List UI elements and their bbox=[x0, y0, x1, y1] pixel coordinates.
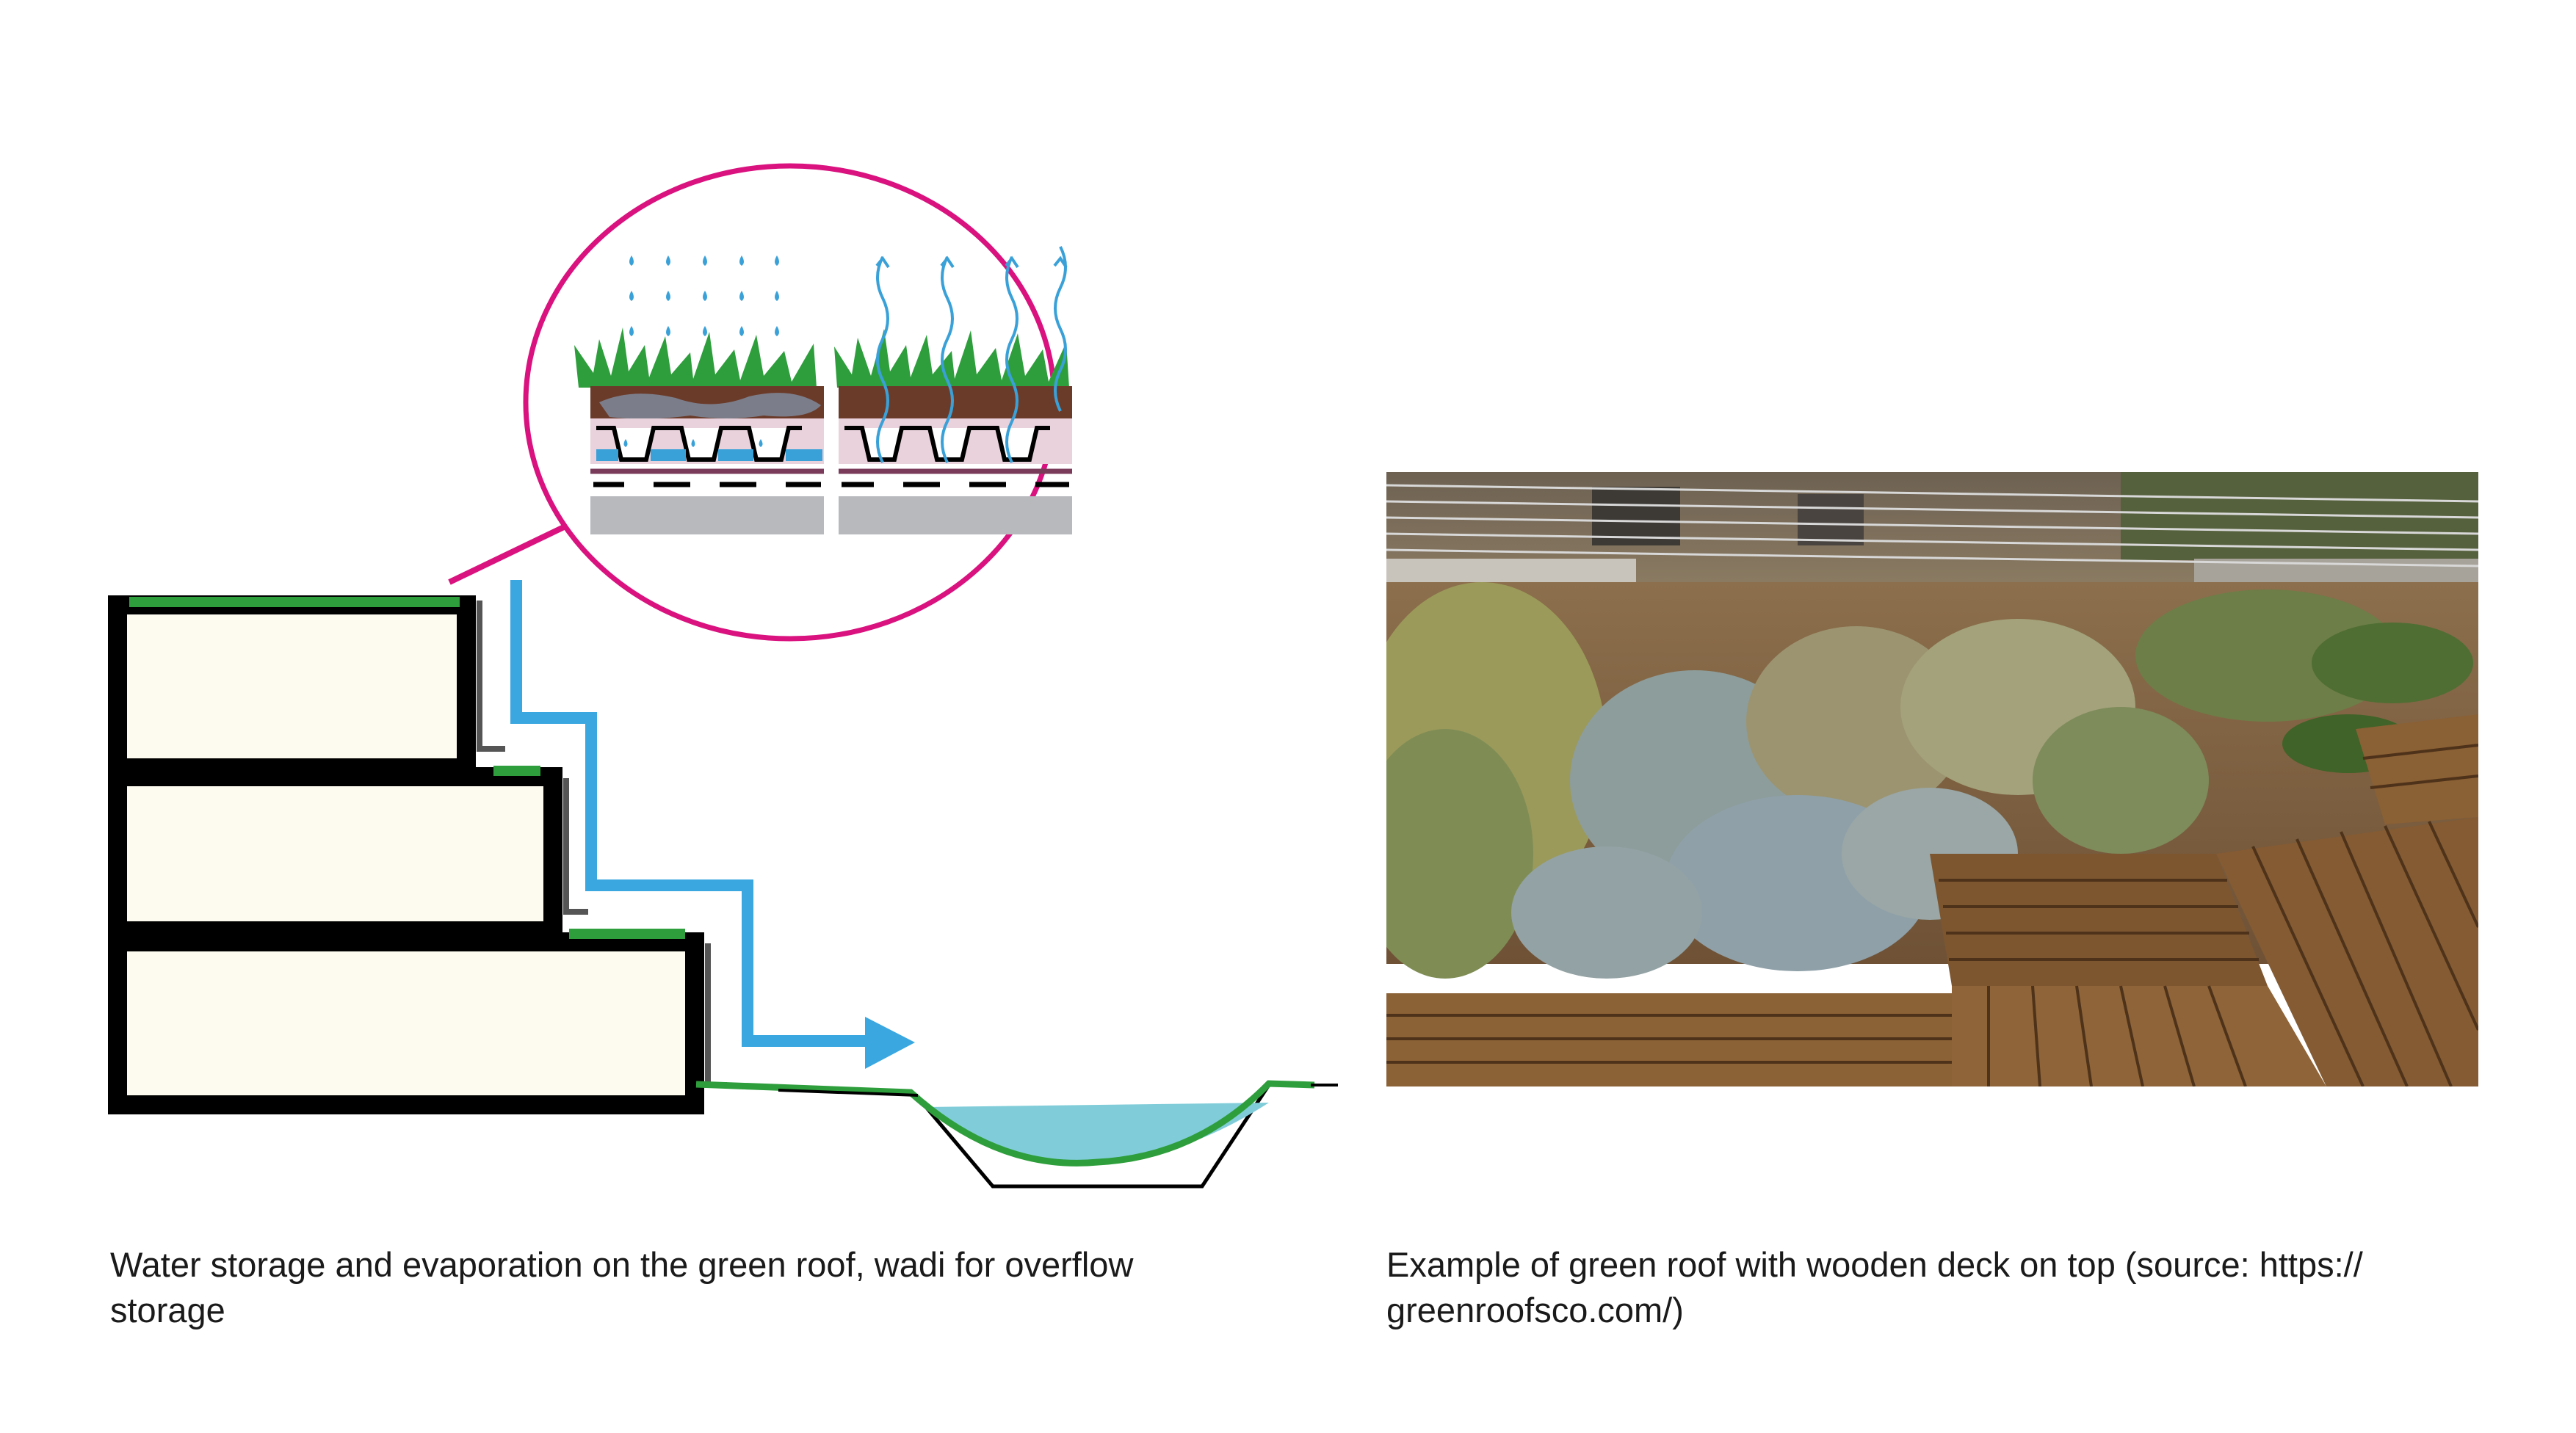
rain-drop-icon bbox=[703, 255, 707, 266]
stored-water-left bbox=[596, 449, 822, 461]
concrete-slab-left bbox=[590, 496, 824, 534]
ground-line-black bbox=[778, 1089, 919, 1097]
rain-drop-icon bbox=[629, 326, 634, 336]
rain-drop-icon bbox=[629, 291, 634, 301]
rain-drop-icon bbox=[739, 326, 744, 336]
deck-tile bbox=[1952, 986, 2326, 1086]
rain-drop-icon bbox=[703, 326, 707, 336]
caption-photo: Example of green roof with wooden deck o… bbox=[1386, 1245, 2363, 1329]
rain-drop-icon bbox=[775, 326, 779, 336]
rain-drop-icon bbox=[739, 291, 744, 301]
concrete-slab-right bbox=[839, 496, 1072, 534]
green-roof-strip-1 bbox=[129, 597, 460, 607]
rain-drop-icon bbox=[629, 255, 634, 266]
building-level-2 bbox=[108, 767, 562, 940]
evaporation-wave-icon bbox=[940, 255, 955, 463]
building-level-1 bbox=[108, 595, 476, 777]
evaporation-wave-icon bbox=[1005, 255, 1019, 463]
deck-tile bbox=[1930, 854, 2268, 986]
callout-connector bbox=[448, 523, 568, 585]
evaporation-wave-icon bbox=[875, 255, 890, 463]
photo-window bbox=[1798, 494, 1864, 545]
rain-drop-icon bbox=[739, 255, 744, 266]
rain-drop-icon bbox=[666, 291, 670, 301]
green-roof-strip-3 bbox=[569, 929, 685, 939]
soil-layer-right bbox=[839, 386, 1072, 418]
green-roof-strip-2 bbox=[493, 766, 540, 776]
drainpipe-3 bbox=[705, 943, 727, 1088]
soil-water-pocket bbox=[599, 393, 821, 419]
drainpipe-2 bbox=[563, 778, 588, 915]
green-roof-photo bbox=[1386, 472, 2478, 1086]
rain-drop-icon bbox=[691, 439, 695, 447]
caption-diagram: Water storage and evaporation on the gre… bbox=[110, 1245, 1134, 1329]
ground-line bbox=[695, 1080, 1315, 1167]
evaporation-waves bbox=[875, 246, 1068, 463]
rain-drop-icon bbox=[623, 439, 628, 447]
rain-drop-icon bbox=[703, 291, 707, 301]
photo-wooden-deck bbox=[1386, 714, 2478, 1086]
evaporation-section bbox=[834, 246, 1072, 534]
roof-section-callout bbox=[523, 163, 1072, 642]
drainage-cups-left bbox=[596, 426, 802, 462]
drainage-cups-right bbox=[844, 426, 1050, 462]
storage-section bbox=[574, 255, 824, 534]
wadi-basin-outline bbox=[916, 1084, 1271, 1189]
photo-cable-railing bbox=[1386, 484, 2478, 567]
grass-layer-left bbox=[574, 327, 817, 388]
building-level-3 bbox=[108, 932, 704, 1114]
wadi bbox=[695, 1080, 1338, 1189]
rain-drops bbox=[623, 255, 779, 447]
rain-drop-icon bbox=[666, 255, 670, 266]
rain-drop-icon bbox=[775, 255, 779, 266]
flow-arrow-icon bbox=[865, 1017, 915, 1069]
evaporation-wave-icon bbox=[1053, 246, 1068, 412]
wadi-water bbox=[924, 1103, 1269, 1163]
stepped-building bbox=[108, 595, 727, 1114]
rain-drop-icon bbox=[775, 291, 779, 301]
overflow-flow-arrow bbox=[510, 580, 915, 1069]
deck-tile bbox=[2356, 714, 2478, 824]
rain-drop-icon bbox=[759, 439, 763, 447]
drainpipe-1 bbox=[477, 601, 505, 752]
photo-window bbox=[1592, 487, 1680, 545]
rain-drop-icon bbox=[666, 326, 670, 336]
